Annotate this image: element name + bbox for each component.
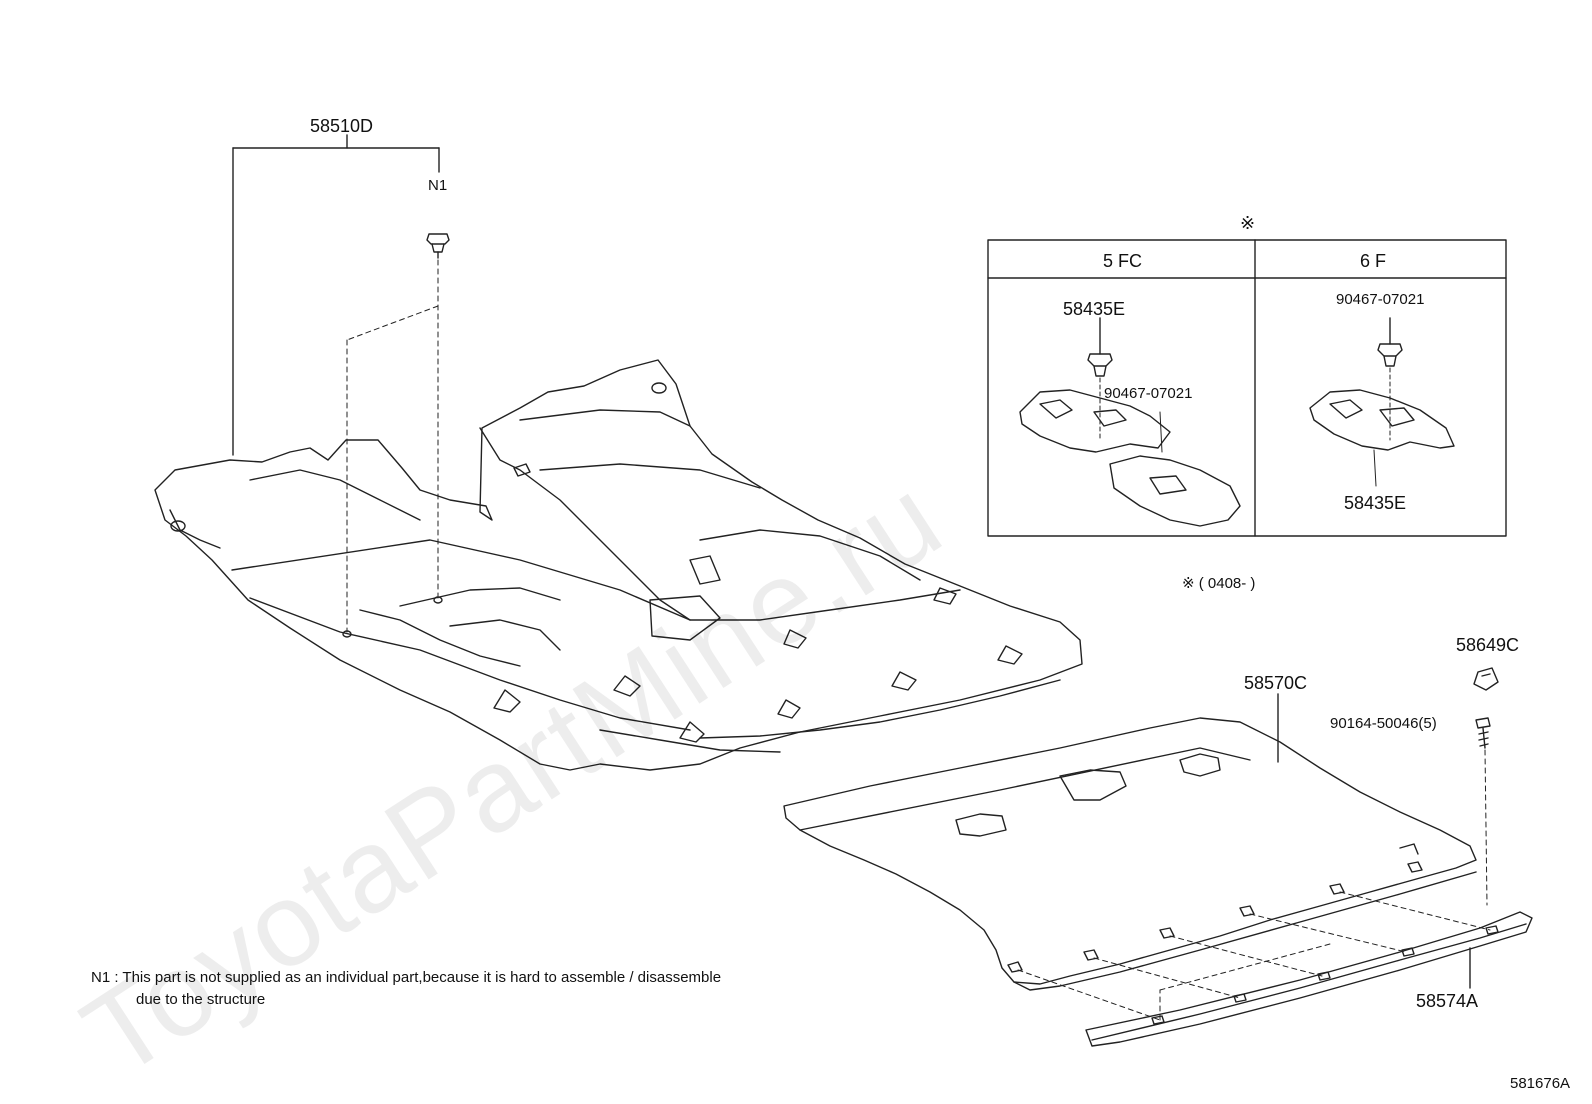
trim-dashed-connections <box>1017 891 1491 1021</box>
console-carpet-5fc <box>1019 317 1241 527</box>
screw-90164-icon <box>1475 717 1491 906</box>
inset-header-6f: 6 F <box>1360 251 1387 271</box>
rear-floor-carpet <box>783 717 1477 991</box>
inset-applicability-note: ※ ( 0408- ) <box>1182 575 1256 592</box>
carpet-front-leader <box>232 134 440 456</box>
n1-dashed-lines <box>346 259 439 633</box>
label-90467-right: 90467-07021 <box>1336 291 1425 308</box>
label-58574a: 58574A <box>1416 991 1479 1011</box>
figure-number: 581676A <box>1510 1075 1571 1092</box>
label-58435e-left: 58435E <box>1063 299 1126 319</box>
label-58510d: 58510D <box>310 116 374 136</box>
label-58435e-right: 58435E <box>1344 493 1407 513</box>
label-58649c: 58649C <box>1456 635 1520 655</box>
console-carpet-6f <box>1309 317 1455 487</box>
trim-strip-58574a <box>1085 911 1533 1047</box>
footnote-line-1: N1 : This part is not supplied as an ind… <box>91 969 722 986</box>
footnote-line-2: due to the structure <box>136 991 266 1008</box>
inset-box <box>987 239 1507 537</box>
label-90467-left: 90467-07021 <box>1104 385 1193 402</box>
inset-symbol: ※ <box>1240 213 1256 233</box>
label-n1: N1 <box>428 177 448 194</box>
clip-n1-icon <box>426 233 450 259</box>
inset-header-5fc: 5 FC <box>1103 251 1143 271</box>
label-90164-50046: 90164-50046(5) <box>1330 715 1437 732</box>
clip-58649c-icon <box>1473 667 1499 691</box>
front-floor-carpet <box>154 359 1083 771</box>
label-58570c: 58570C <box>1244 673 1308 693</box>
